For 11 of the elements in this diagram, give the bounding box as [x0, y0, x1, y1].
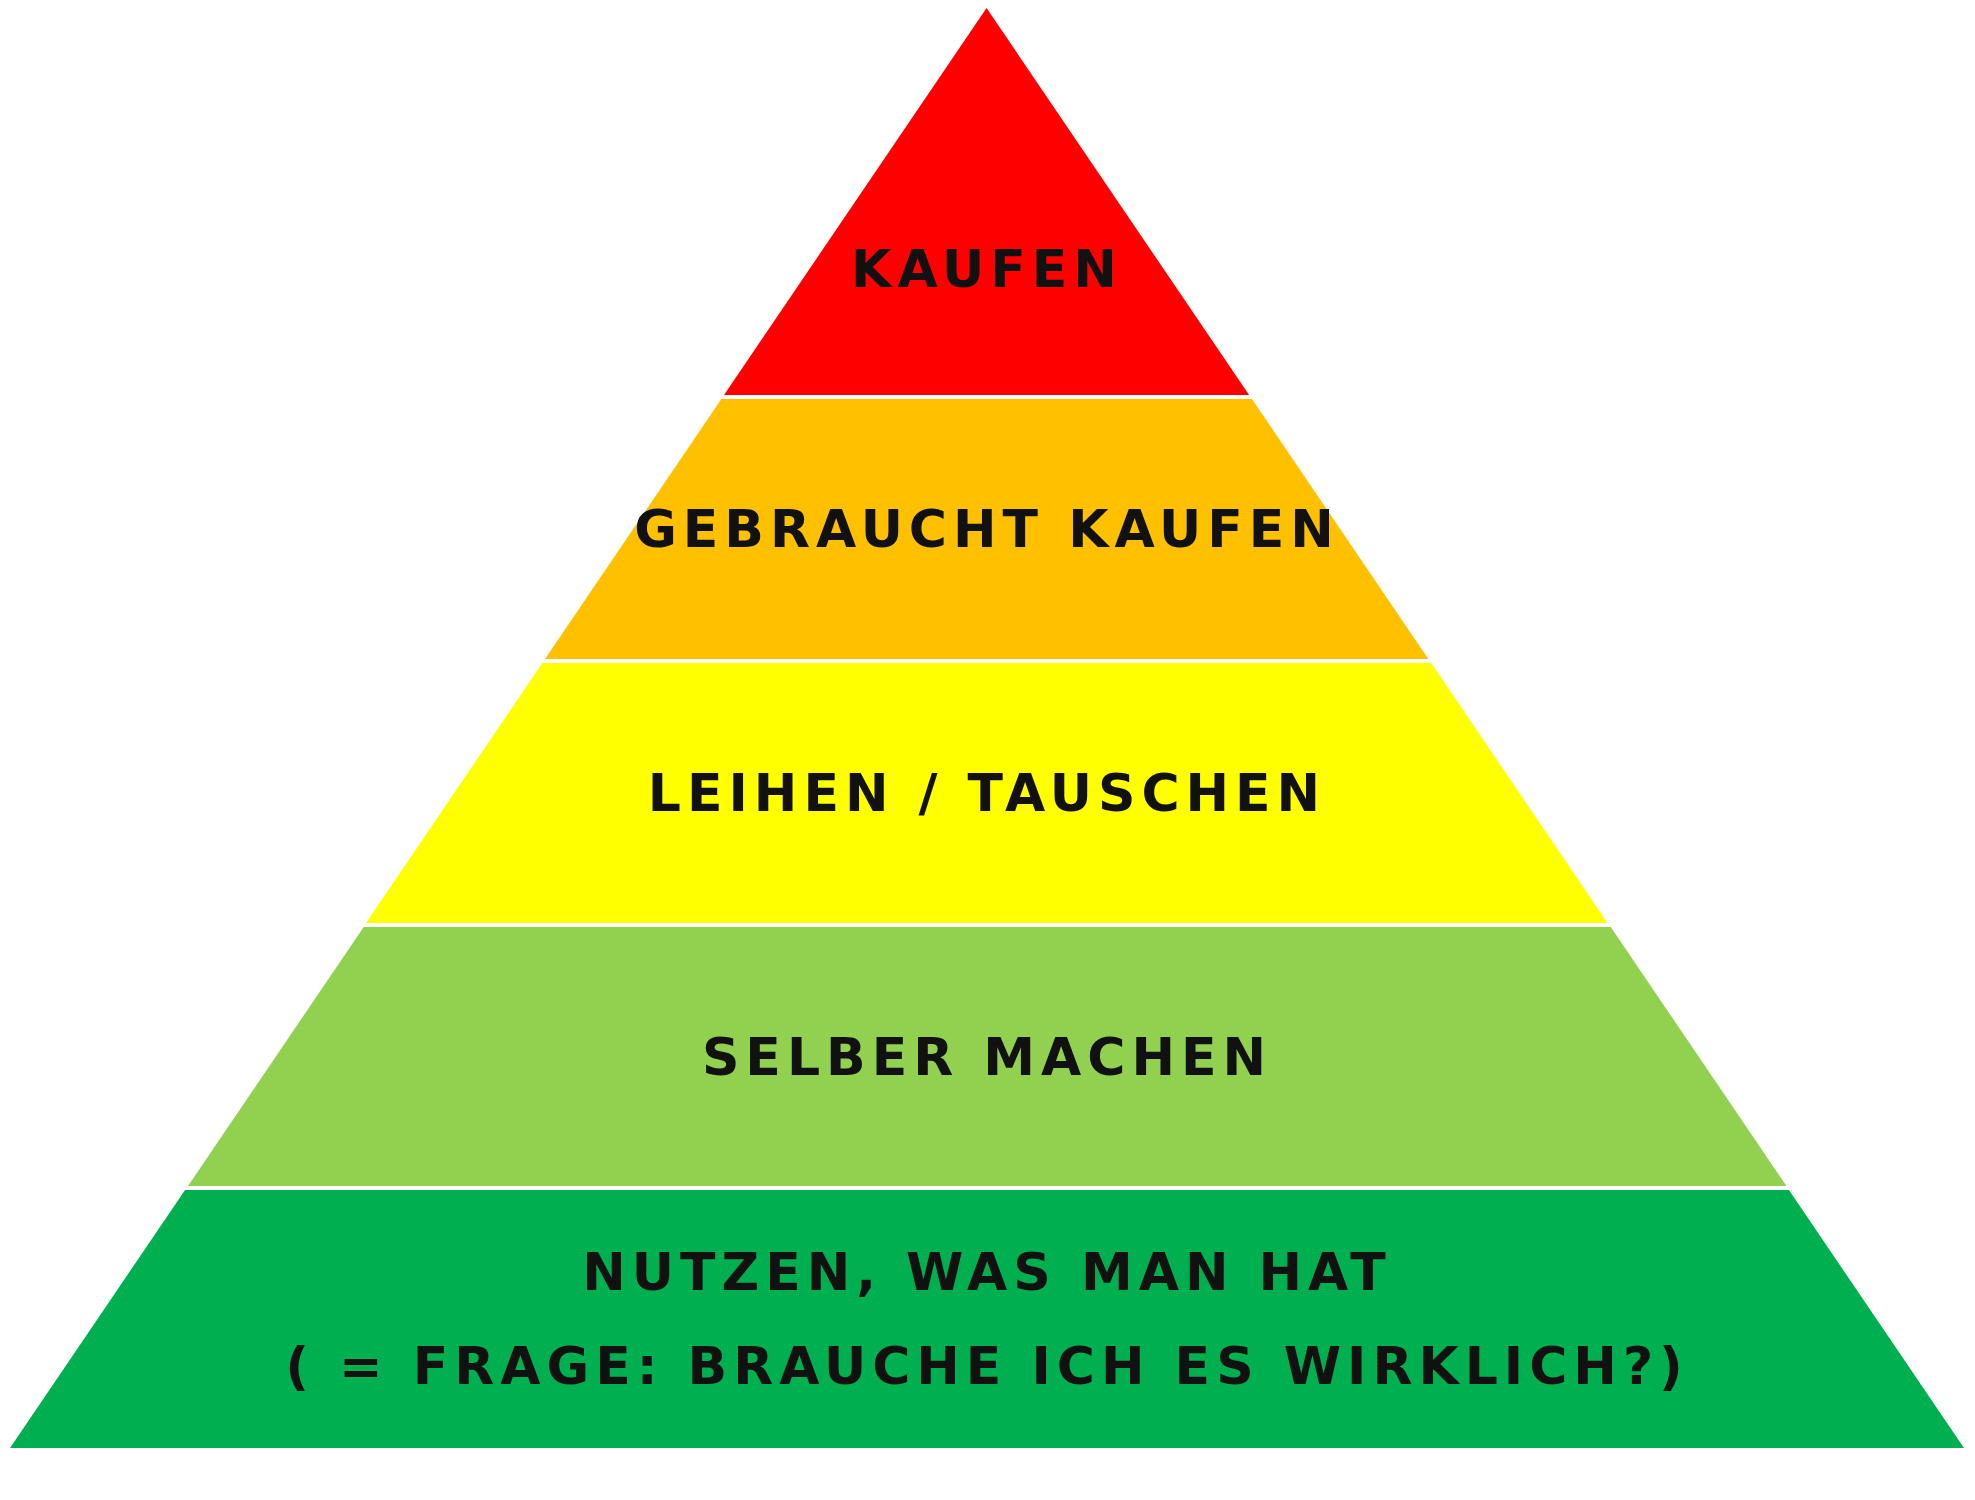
pyramid-tier	[366, 663, 1608, 923]
pyramid-tier	[10, 1190, 1964, 1448]
tier-label: SELBER MACHEN	[701, 1026, 1273, 1087]
tier-note: ( = FRAGE: BRAUCHE ICH ES WIRKLICH?)	[285, 1336, 1689, 1396]
tier-label: LEIHEN / TAUSCHEN	[647, 763, 1327, 823]
pyramid-tier	[545, 399, 1429, 659]
tier-label: GEBRAUCHT KAUFEN	[634, 499, 1340, 559]
tier-label: KAUFEN	[851, 239, 1123, 300]
tier-label: NUTZEN, WAS MAN HAT	[582, 1242, 1392, 1302]
pyramid-top-triangle	[724, 8, 1250, 395]
pyramid-tier	[187, 927, 1787, 1186]
